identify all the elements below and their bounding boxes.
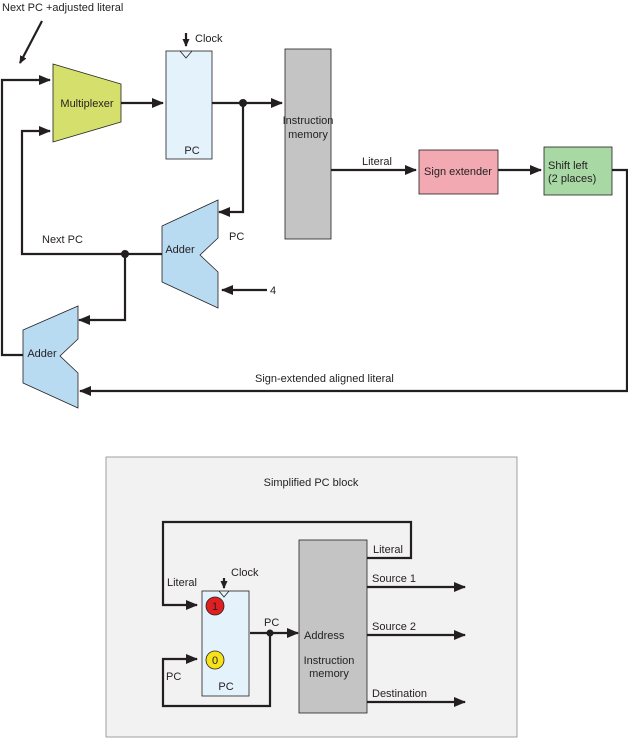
address-label: Address: [304, 630, 345, 642]
instruction-memory: [284, 48, 332, 240]
pc-left-label: PC: [166, 671, 181, 683]
input-0-label: 0: [212, 655, 218, 667]
next-pc-adjusted-literal-label: Next PC +adjusted literal: [2, 2, 123, 14]
branch-adder: [22, 305, 79, 409]
next-pc-label: Next PC: [42, 234, 83, 246]
multiplexer: [52, 63, 122, 143]
source-2-label: Source 2: [372, 621, 416, 633]
branch-adder-label: Adder: [27, 348, 57, 360]
pc-register: [165, 50, 213, 160]
pc-adder-label: Adder: [165, 244, 195, 256]
shift-left: [543, 146, 613, 196]
input-1-label: 1: [212, 601, 218, 613]
clock-label: Clock: [195, 33, 223, 45]
literal-right-label: Literal: [373, 544, 403, 556]
annotation-pointer-arrow: [19, 20, 43, 64]
clock-edge-marker-bottom: [218, 590, 230, 598]
pc-wire-label: PC: [264, 617, 279, 629]
literal-left-label: Literal: [167, 577, 197, 589]
sign-extender-label: Sign extender: [424, 166, 492, 178]
instruction-memory-bottom-label-line2: memory: [309, 668, 349, 680]
sign-extended-literal-label: Sign-extended aligned literal: [255, 373, 394, 385]
destination-label: Destination: [372, 688, 427, 700]
shift-left-label-line2: (2 places): [548, 173, 596, 185]
wire-literal-feedback: [161, 520, 413, 610]
wire-shifted-literal-to-branch-adder: [79, 168, 628, 396]
wire-next-pc-to-mux: [20, 126, 125, 256]
simplified-pc-block-panel: Simplified PC block Clock 1 0 PC Literal…: [105, 456, 518, 738]
wire-next-pc-to-branch-adder: [78, 254, 127, 325]
sign-extender: [418, 149, 499, 195]
pc-register-bottom-label: PC: [218, 681, 233, 693]
wire-pc-to-adder: [218, 103, 245, 217]
instruction-memory-label-line1: Instruction: [283, 115, 334, 127]
multiplexer-label: Multiplexer: [60, 98, 114, 110]
literal-label: Literal: [362, 156, 392, 168]
instruction-memory-label-line2: memory: [288, 129, 328, 141]
clock-label-bottom: Clock: [231, 567, 259, 579]
instruction-memory-bottom: [298, 539, 368, 714]
panel-title: Simplified PC block: [264, 477, 359, 489]
pc-adder: [161, 199, 219, 309]
clock-edge-marker: [179, 50, 193, 59]
junction-dot-pc-bottom: [266, 629, 274, 637]
wire-pc-feedback: [161, 654, 272, 708]
junction-dot-pc: [239, 99, 247, 107]
source-1-label: Source 1: [372, 573, 416, 585]
shift-left-label-line1: Shift left: [548, 160, 588, 172]
input-0-marker: [205, 650, 225, 670]
top-datapath: Next PC +adjusted literal Multiplexer Cl…: [0, 2, 628, 409]
pc-register-label: PC: [184, 145, 199, 157]
instruction-memory-bottom-label-line1: Instruction: [304, 655, 355, 667]
adder-pc-input-label: PC: [229, 231, 244, 243]
constant-4-label: 4: [270, 285, 276, 297]
input-1-marker: [205, 596, 225, 616]
wire-branch-target-to-mux: [0, 75, 51, 357]
